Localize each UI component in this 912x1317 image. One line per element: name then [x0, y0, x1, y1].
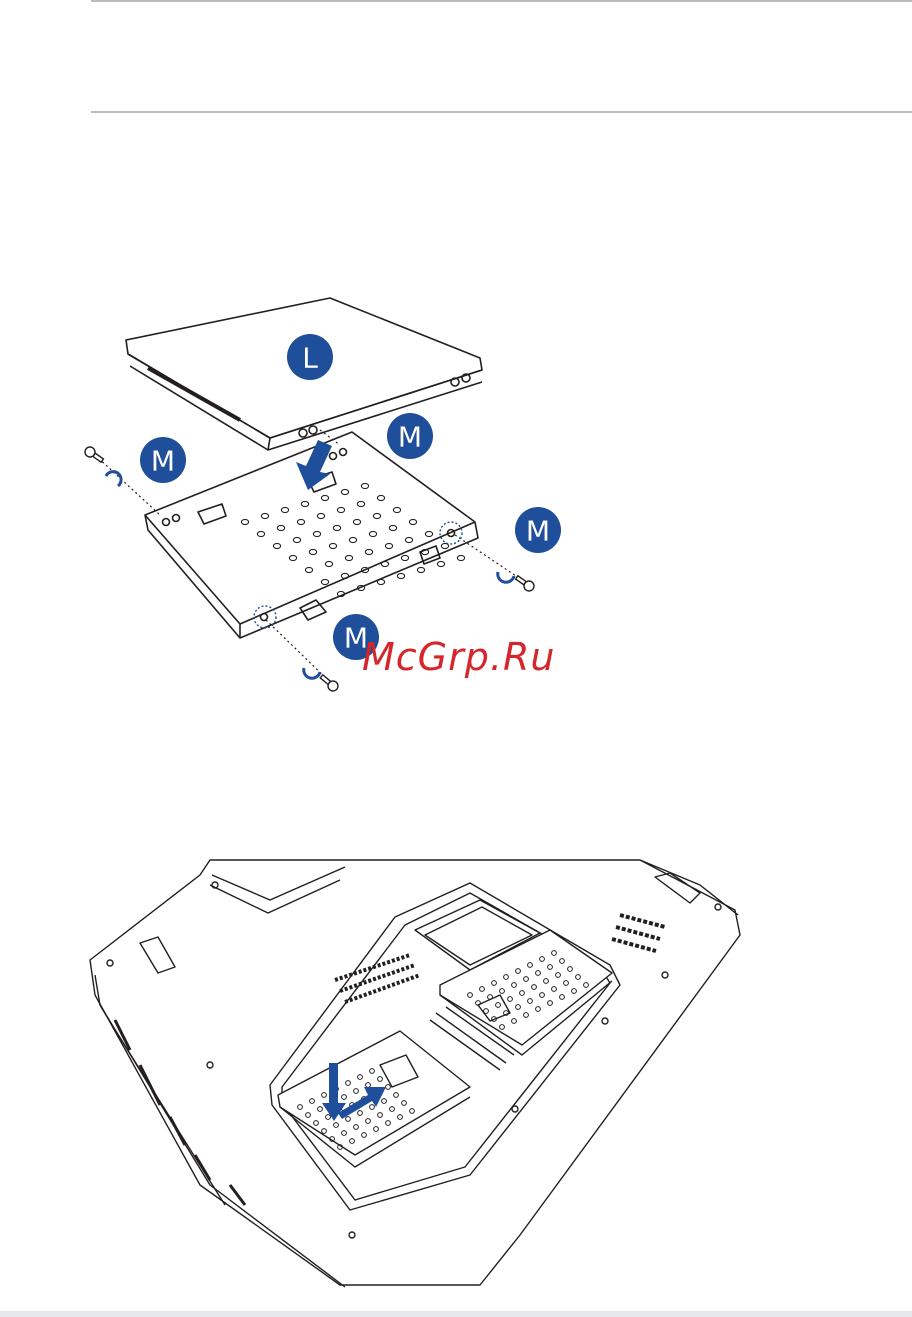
footer-bar	[0, 1311, 912, 1317]
svg-text:L: L	[302, 342, 318, 375]
rotate-arrow-icon	[106, 472, 121, 486]
header-top-rule	[91, 0, 912, 2]
screw-label-badge: M	[140, 437, 186, 483]
rotate-arrow-icon	[498, 572, 514, 582]
screw-icon	[514, 573, 536, 593]
watermark: McGrp.Ru	[362, 638, 555, 676]
screw-label-badge: M	[387, 413, 433, 459]
screw-icon	[83, 445, 105, 465]
laptop-bay-install-figure	[0, 855, 912, 1305]
screw-label-badge: M	[515, 507, 561, 553]
screw-icon	[318, 673, 340, 694]
drive-label-badge: L	[287, 334, 333, 380]
svg-text:M: M	[151, 445, 175, 478]
header-bottom-rule	[91, 111, 912, 113]
svg-text:M: M	[398, 421, 422, 454]
svg-text:M: M	[526, 515, 550, 548]
